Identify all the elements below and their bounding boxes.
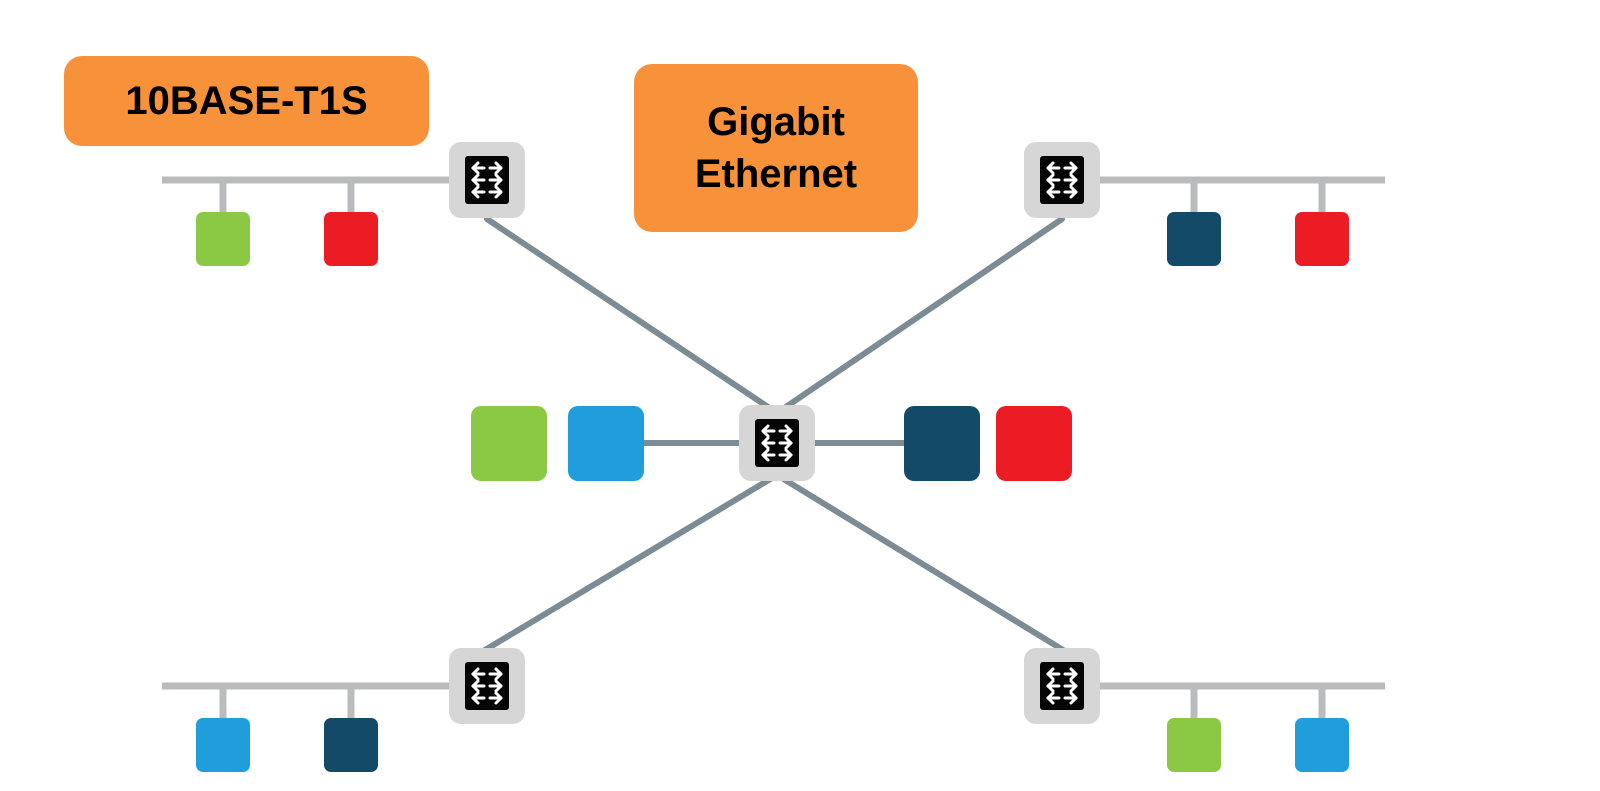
t1s-segment-top-left: [162, 176, 455, 266]
switch-icon: [447, 140, 527, 220]
node-red: [324, 212, 378, 266]
link-center-top-right: [774, 216, 1065, 416]
label-10base-t1s: 10BASE-T1S: [64, 56, 429, 146]
t1s-segment-bottom-left: [162, 682, 455, 772]
gigabit-links: [477, 216, 1071, 656]
t1s-segment-top-right: [1095, 176, 1385, 266]
switch-icon: [1022, 646, 1102, 726]
node-dark-blue: [324, 718, 378, 772]
link-center-bottom-left: [477, 472, 780, 656]
node-green: [1167, 718, 1221, 772]
t1s-segment-bottom-right: [1095, 682, 1385, 772]
node-light-blue: [196, 718, 250, 772]
center-nodes: [471, 406, 1072, 481]
node-red: [1295, 212, 1349, 266]
switch-icon: [447, 646, 527, 726]
link-center-top-left: [484, 216, 780, 416]
label-gigabit-line2: Ethernet: [694, 152, 858, 196]
node-light-blue: [568, 406, 644, 481]
node-dark-blue: [904, 406, 980, 481]
node-green: [471, 406, 547, 481]
node-light-blue: [1295, 718, 1349, 772]
label-gigabit-ethernet: Gigabit Ethernet: [634, 64, 918, 232]
switch-icon: [1022, 140, 1102, 220]
label-gigabit-line1: Gigabit: [707, 100, 845, 144]
node-green: [196, 212, 250, 266]
node-red: [996, 406, 1072, 481]
switch-icon: [737, 403, 817, 483]
node-dark-blue: [1167, 212, 1221, 266]
link-center-bottom-right: [774, 472, 1071, 656]
